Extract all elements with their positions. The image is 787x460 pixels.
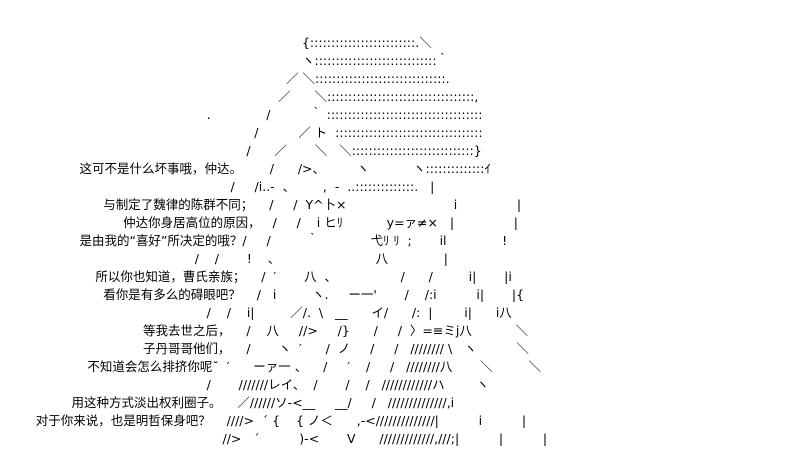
- dialogue-line: 用这种方式淡出权利圈子。 ／//////ソ-<__ __/ / ////////…: [0, 395, 455, 410]
- art-line: / ///////レイ、 / / / ////////////ハ ヽ: [0, 377, 489, 392]
- art-line: / ／ ト ::::::::::::::::::::::::::::::::::…: [0, 125, 483, 140]
- dialogue-line: 是由我的“喜好”所决定的哦？/ / ｀ 弋ﾘ ﾘ ; il !: [0, 233, 508, 248]
- dialogue-line: 子丹哥哥他们， / ヽ ′ / ノ / / //////// \ ヽ ＼: [0, 341, 529, 356]
- dialogue-line: 看你是有多么的碍眼吧？ / i ヽ. ー一' / /:i i| |{: [0, 287, 525, 302]
- dialogue-line: 对于你来说，也是明哲保身吧？ ////> ´ { { ノ＜ ,-<///////…: [0, 413, 527, 428]
- dialogue-line: 与制定了魏律的陈群不同； / / Y^卜× i |: [0, 197, 522, 212]
- art-line: / / i| ／/. \ __ イ/ /: | i| i八: [0, 305, 512, 320]
- art-line: ／ ＼:::::::::::::::::::::::::::::::.: [0, 71, 450, 86]
- art-line: ／ ＼:::::::::::::::::::::::::::::::::::,: [0, 89, 479, 104]
- dialogue-line: 等我去世之后， / 八 //> /} / / 〉=≡ミj八 ＼: [0, 323, 529, 338]
- dialogue-line: 这可不是什么坏事哦，仲达。 / />、 ヽ ヽ::::::::::::::ｲ: [0, 161, 491, 176]
- art-line: / ／ ＼ ＼:::::::::::::::::::::::::::::}: [0, 143, 482, 158]
- dialogue-line: 所以你也知道，曹氏亲族； / ′ 八 、 / / i| |i: [0, 269, 512, 284]
- art-line: . / ｀ ::::::::::::::::::::::::::::::::::…: [0, 107, 483, 122]
- dialogue-line: 不知道会怎么排挤你呢˘ ′ ーァ一 、 / ′ / / ////////八 ＼ …: [0, 359, 541, 374]
- art-line: {:::::::::::::::::::::::::.＼: [0, 35, 432, 50]
- art-line: //> ´ )-< V /////////////,///;| | |: [0, 431, 548, 446]
- art-line: / /i..- 、 , - ..::::::::::::::. |: [0, 179, 435, 194]
- art-line: / / ! 、 八 |: [0, 251, 448, 266]
- art-line: ヽ:::::::::::::::::::::::::::::｀: [0, 53, 450, 68]
- dialogue-line: 仲达你身居高位的原因， / / i ヒﾘ y=ァ≠× | |: [0, 215, 518, 230]
